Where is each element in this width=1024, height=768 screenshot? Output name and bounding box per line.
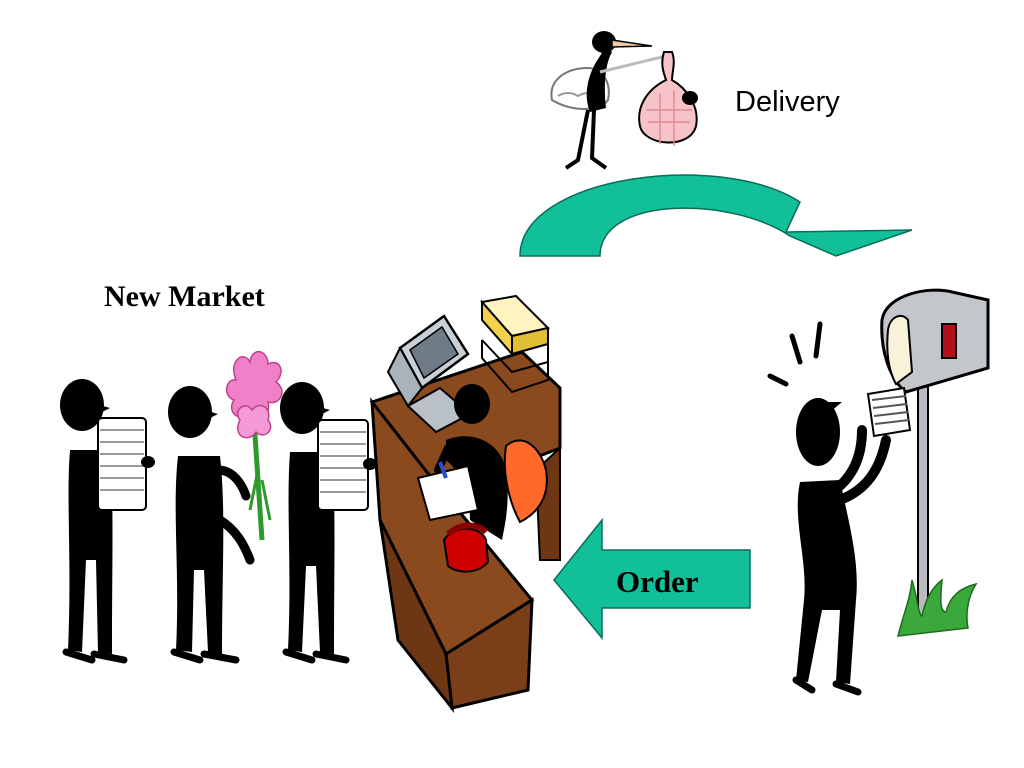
phone-icon [442, 522, 490, 573]
flowers-icon [225, 351, 283, 541]
computer-icon [386, 314, 472, 434]
curved-arrow-icon [519, 174, 913, 257]
customer-figure-icon [280, 382, 377, 664]
left-arrow-icon [553, 517, 751, 641]
order-label: Order [616, 564, 699, 599]
customer-figure-icon [168, 351, 283, 664]
mailbox-icon [866, 288, 990, 631]
clerk-figure-icon [416, 384, 508, 540]
stork-icon [550, 31, 667, 170]
new-market-label: New Market [104, 280, 265, 313]
bundle-icon [638, 51, 698, 146]
customer-figure-icon [60, 379, 155, 664]
delivery-label: Delivery [735, 86, 840, 118]
paper-tray-icon [480, 294, 550, 394]
paper-stack-icon [97, 417, 147, 511]
grass-icon [897, 578, 978, 637]
customer-figure-icon [767, 321, 891, 696]
chair-icon [503, 439, 548, 524]
paper-stack-icon [317, 419, 369, 511]
